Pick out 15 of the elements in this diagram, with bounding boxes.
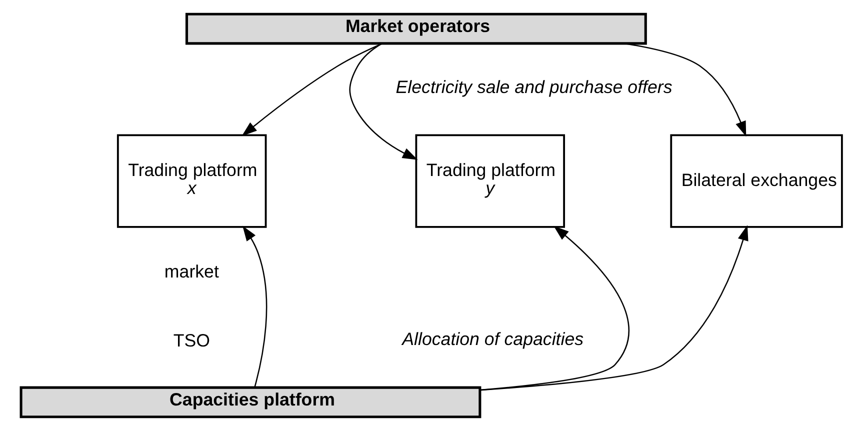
node-box: Trading platform x	[116, 134, 266, 228]
arrow	[480, 224, 748, 390]
arrow	[480, 225, 629, 390]
label: Electricity sale and purchase offers	[395, 76, 672, 96]
node-box: Bilateral exchanges	[670, 134, 842, 228]
node-box: Market operators	[184, 12, 646, 44]
label: Allocation of capacities	[402, 328, 584, 349]
arrow	[624, 42, 746, 136]
node-box: Trading platform y	[414, 134, 565, 228]
label: TSO	[172, 330, 210, 350]
arrow	[241, 42, 382, 136]
arrow	[348, 42, 418, 160]
arrow	[242, 225, 267, 388]
node-box: Capacities platform	[19, 386, 481, 418]
label: market	[164, 261, 218, 282]
